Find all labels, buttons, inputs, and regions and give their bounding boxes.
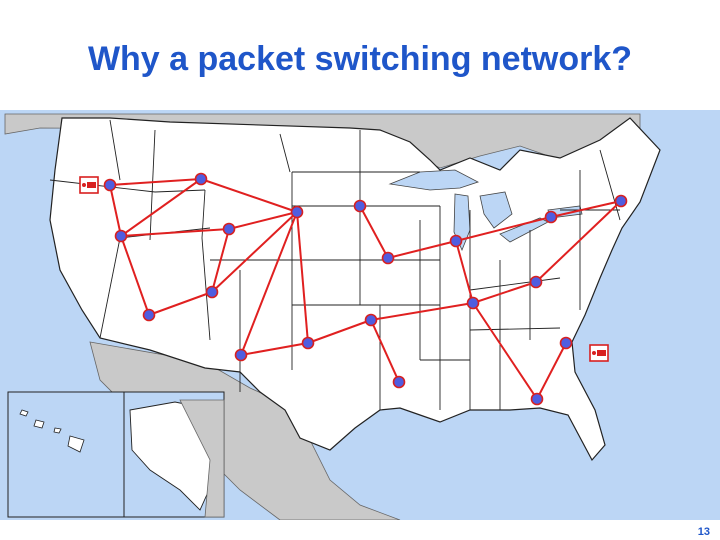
lake-huron xyxy=(479,191,513,229)
router-node-new-england xyxy=(614,194,628,208)
network-link xyxy=(387,240,457,259)
router-node-texas-west xyxy=(301,336,315,350)
hawaii-islands xyxy=(19,409,85,453)
network-link xyxy=(109,184,122,237)
network-link xyxy=(240,211,298,356)
network-link xyxy=(370,302,474,321)
router-node-colorado xyxy=(205,285,219,299)
network-link xyxy=(472,281,537,304)
page-number: 13 xyxy=(697,526,710,538)
router-node-virginia xyxy=(529,275,543,289)
gulf-land-inset xyxy=(179,399,225,518)
router-node-florida xyxy=(530,392,544,406)
network-link xyxy=(200,178,298,213)
router-node-north-dakota xyxy=(353,199,367,213)
network-nodes xyxy=(103,172,628,406)
computer-host-icon xyxy=(589,344,609,362)
network-link xyxy=(296,211,309,344)
network-link xyxy=(536,342,567,400)
router-node-oklahoma xyxy=(364,313,378,327)
network-link xyxy=(120,178,202,237)
router-node-tennessee xyxy=(466,296,480,310)
state-borders xyxy=(49,119,621,410)
network-link xyxy=(120,228,230,237)
computer-host-icon xyxy=(79,176,99,194)
router-node-southern-california xyxy=(142,308,156,322)
router-node-montana xyxy=(194,172,208,186)
map-canvas xyxy=(0,110,720,520)
network-link xyxy=(550,200,622,218)
router-node-louisiana xyxy=(392,375,406,389)
us-network-map xyxy=(0,110,720,520)
network-link xyxy=(455,216,552,242)
network-link xyxy=(307,319,372,344)
slide-title: Why a packet switching network? xyxy=(87,40,633,78)
network-link xyxy=(370,319,400,383)
network-link xyxy=(228,211,298,230)
router-node-utah xyxy=(222,222,236,236)
router-node-kansas-city xyxy=(381,251,395,265)
network-link xyxy=(109,178,202,186)
network-link xyxy=(211,228,230,293)
router-node-seattle xyxy=(103,178,117,192)
router-node-chicago xyxy=(449,234,463,248)
network-link xyxy=(211,211,298,293)
network-link xyxy=(535,200,622,283)
network-link xyxy=(472,302,538,400)
network-link xyxy=(359,205,389,259)
router-node-new-mexico xyxy=(234,348,248,362)
router-node-cleveland xyxy=(544,210,558,224)
network-link xyxy=(455,240,474,304)
network-link xyxy=(120,235,150,316)
network-link xyxy=(240,342,309,356)
network-hosts xyxy=(79,176,609,362)
router-node-wyoming xyxy=(290,205,304,219)
network-links xyxy=(109,178,622,400)
router-node-south-carolina xyxy=(559,336,573,350)
network-link xyxy=(148,291,213,316)
router-node-northern-california xyxy=(114,229,128,243)
